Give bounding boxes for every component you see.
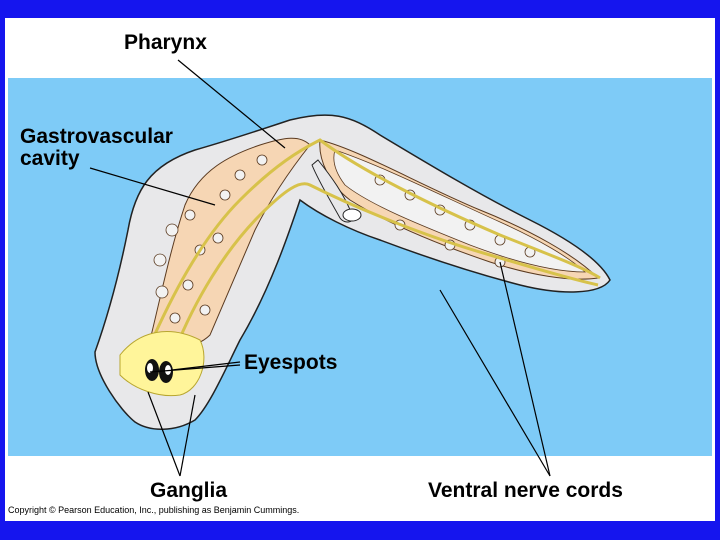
ventral-nerve-cords-label: Ventral nerve cords [428,479,623,502]
eyespots-label: Eyespots [244,351,338,374]
ganglia-label: Ganglia [150,479,228,502]
pharynx-opening [342,208,362,222]
eyespots [145,359,173,383]
bottom-frame-bar [0,521,720,540]
left-frame-bar [0,18,5,521]
pharynx [311,159,354,223]
ventral-nerve-cord-left [148,138,601,346]
gastrovascular-label-line1: Gastrovascular [20,125,173,148]
top-frame-bar [0,0,720,18]
label-leader-lines [89,59,551,477]
right-frame-bar [715,18,720,521]
copyright-notice: Copyright © Pearson Education, Inc., pub… [8,505,300,515]
pharynx-label: Pharynx [124,31,207,54]
ventral-nerve-cord-right [173,182,599,351]
gut-lumen [333,149,587,273]
gastrovascular-label-line2: cavity [20,147,80,170]
gut-diverticula [153,154,536,324]
gastrovascular-cavity-label: Gastrovascular cavity [20,126,173,170]
